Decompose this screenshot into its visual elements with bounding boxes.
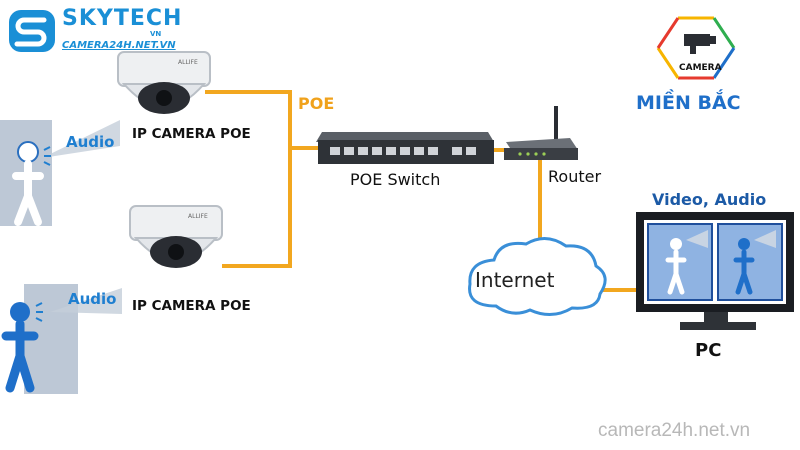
internet-cloud-icon bbox=[468, 237, 607, 316]
watermark: camera24h.net.vn bbox=[598, 420, 751, 441]
poe-switch-label: POE Switch bbox=[350, 170, 441, 189]
person-top-icon bbox=[0, 120, 120, 226]
pc-monitor-icon bbox=[636, 212, 794, 330]
brand-url: CAMERA24H.NET.VN bbox=[62, 40, 176, 51]
camera2-label: IP CAMERA POE bbox=[132, 298, 251, 314]
camera-region-badge bbox=[656, 16, 736, 80]
internet-label: Internet bbox=[475, 268, 555, 292]
cable-camera1-switch bbox=[205, 90, 318, 150]
camera2-brand-mark: ALLIFE bbox=[188, 213, 208, 220]
poe-switch-icon bbox=[316, 132, 494, 164]
router-label: Router bbox=[548, 167, 602, 186]
cable-camera2-switch bbox=[222, 148, 292, 268]
badge-camera-text: CAMERA bbox=[679, 63, 722, 73]
camera1-audio-label: Audio bbox=[66, 133, 115, 151]
camera1-brand-mark: ALLIFE bbox=[178, 59, 198, 66]
skytech-logo-icon bbox=[9, 10, 55, 52]
region-label: MIỀN BẮC bbox=[636, 92, 741, 114]
router-icon bbox=[504, 106, 578, 160]
camera2-audio-label: Audio bbox=[68, 290, 117, 308]
person-bottom-icon bbox=[1, 284, 122, 394]
dome-camera-1: ALLIFE bbox=[117, 51, 211, 114]
pc-label: PC bbox=[695, 340, 722, 361]
brand-name: SKYTECH bbox=[62, 6, 183, 31]
brand-suffix: VN bbox=[150, 30, 162, 38]
camera1-label: IP CAMERA POE bbox=[132, 126, 251, 142]
poe-label: POE bbox=[298, 94, 335, 113]
dome-camera-2: ALLIFE bbox=[129, 205, 223, 268]
monitor-caption: Video, Audio bbox=[652, 190, 767, 209]
